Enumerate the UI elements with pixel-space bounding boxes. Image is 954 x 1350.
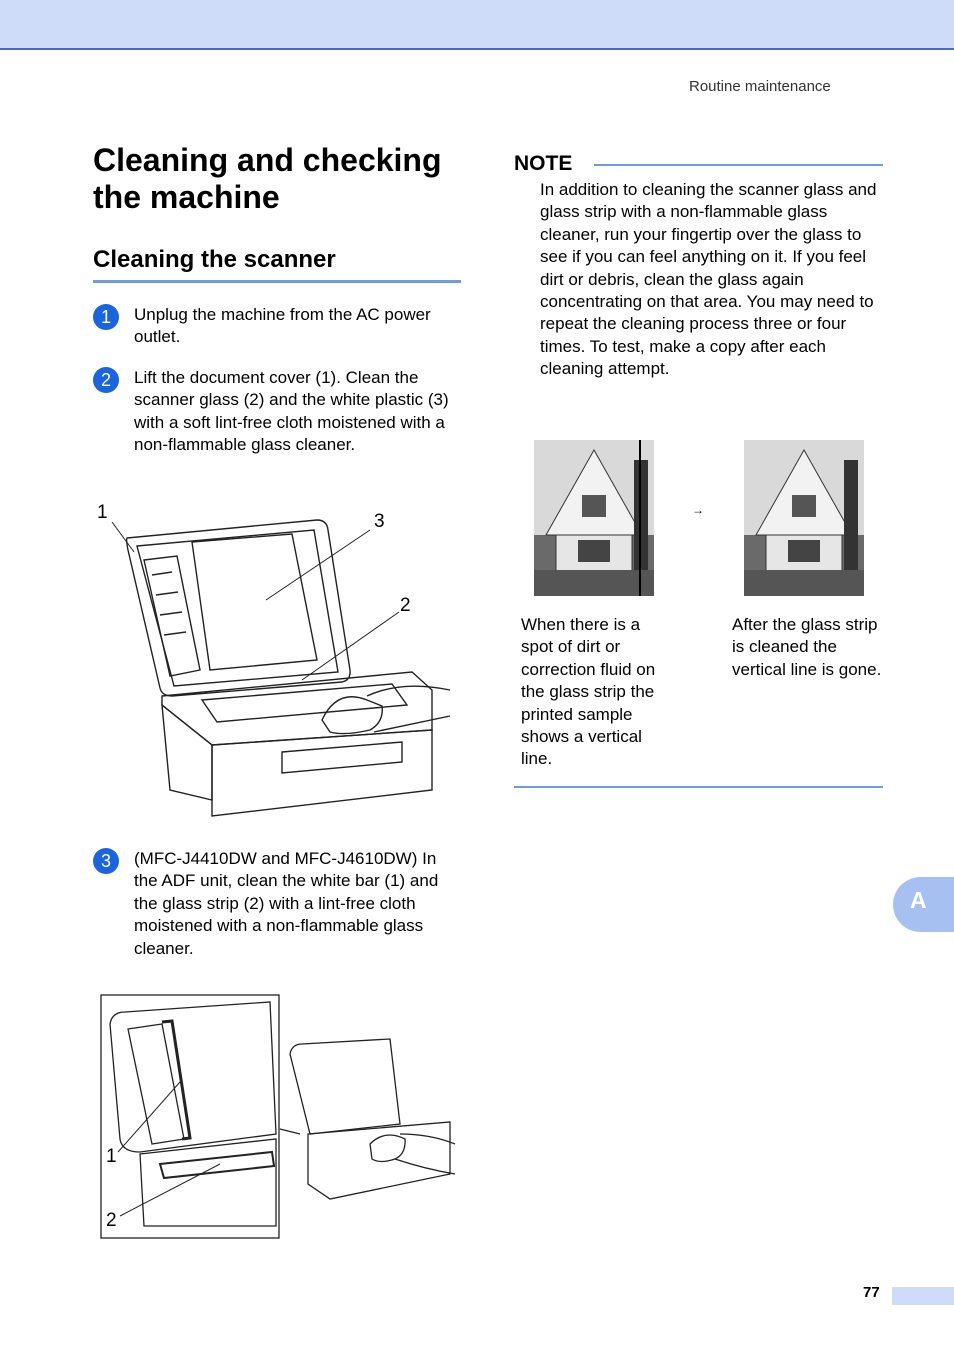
step-number-badge: 1 <box>93 304 119 330</box>
note-top-rule <box>594 164 883 166</box>
small-hand-arm <box>394 1133 456 1175</box>
sample-print-with-line <box>534 440 654 596</box>
photo-ground <box>534 570 654 596</box>
adf-detail <box>151 571 187 636</box>
photo-tree <box>844 460 858 580</box>
figure1-callout-3: 3 <box>374 511 385 532</box>
white-bar <box>161 1019 192 1141</box>
page-number-bar <box>892 1287 954 1305</box>
figure1-callout-1: 1 <box>97 502 108 523</box>
step-number-badge: 2 <box>93 367 119 393</box>
small-printer-cover <box>289 1038 401 1135</box>
appendix-tab: A <box>893 877 954 932</box>
closeup-frame <box>100 994 280 1239</box>
printer-front-panel <box>211 729 433 817</box>
white-plastic-pad <box>191 533 318 671</box>
cleaning-cloth <box>321 696 383 735</box>
page-title: Cleaning and checking the machine <box>93 142 442 215</box>
hand-arm <box>366 685 451 733</box>
note-heading: NOTE <box>514 152 573 175</box>
step-number-badge: 3 <box>93 848 119 874</box>
house-window-upper <box>582 495 606 517</box>
note-bottom-rule <box>514 786 883 788</box>
callout-line-1 <box>111 521 135 553</box>
closeup-cover <box>109 1001 277 1153</box>
running-head: Routine maintenance <box>689 78 831 95</box>
figure2-callout-2: 2 <box>106 1210 117 1231</box>
scanner-glass <box>200 683 409 723</box>
callout-line-3 <box>265 529 371 601</box>
caption-before: When there is a spot of dirt or correcti… <box>521 615 656 769</box>
printer-side-panel <box>161 703 213 801</box>
step-text: Unplug the machine from the AC power out… <box>134 305 431 347</box>
page-number: 77 <box>863 1284 880 1301</box>
callout-line-2 <box>119 1163 221 1217</box>
paper-tray <box>281 741 403 774</box>
header-band <box>0 0 954 50</box>
house-window-lower <box>578 540 610 562</box>
figure-adf-cleaning <box>100 994 456 1239</box>
callout-line-2 <box>301 611 400 681</box>
small-printer-body <box>307 1121 451 1200</box>
house-window-upper <box>792 495 816 517</box>
adf-unit <box>143 555 201 677</box>
step-text: Lift the document cover (1). Clean the s… <box>134 368 449 455</box>
arrow-icon: → <box>692 503 704 517</box>
step-text: (MFC-J4410DW and MFC-J4610DW) In the ADF… <box>134 849 439 958</box>
glass-strip <box>158 1150 276 1180</box>
note-text: In addition to cleaning the scanner glas… <box>540 180 877 379</box>
section-title: Cleaning the scanner <box>93 246 461 283</box>
callout-line-1 <box>117 1081 181 1153</box>
closeup-scanner-bed <box>139 1138 277 1227</box>
figure2-callout-1: 1 <box>106 1146 117 1167</box>
photo-ground <box>744 570 864 596</box>
house-window-lower <box>788 540 820 562</box>
caption-after: After the glass strip is cleaned the ver… <box>732 615 882 679</box>
appendix-tab-label: A <box>910 887 927 913</box>
small-cleaning-cloth <box>369 1134 406 1163</box>
figure1-callout-2: 2 <box>400 595 411 616</box>
zoom-connector <box>279 1128 301 1135</box>
figure-scanner-cleaning <box>111 519 451 817</box>
sample-print-clean <box>744 440 864 596</box>
document-cover-outline <box>125 519 351 697</box>
